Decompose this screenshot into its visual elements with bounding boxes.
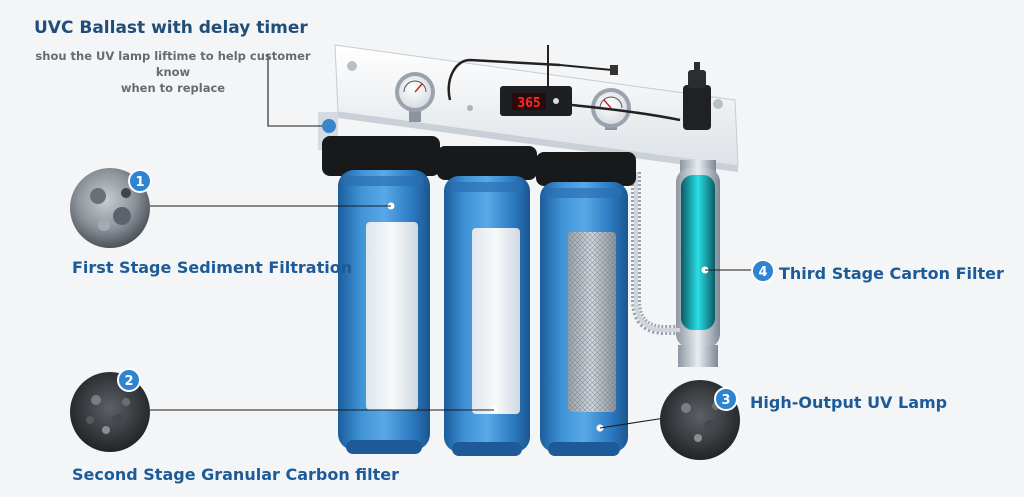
- filter-caps: [322, 119, 636, 186]
- badge-3: 3: [714, 387, 738, 411]
- filter-housing-1: [338, 170, 430, 454]
- svg-text:4: 4: [758, 265, 767, 280]
- stage3-label: High-Output UV Lamp: [750, 393, 948, 412]
- filter-housing-2: [444, 176, 530, 456]
- sediment-sample-image: [70, 168, 150, 248]
- ballast-note-line-1: shou the UV lamp liftime to help custome…: [35, 49, 311, 79]
- timer-display: 365: [517, 96, 540, 111]
- stage4-label: Third Stage Carton Filter: [779, 264, 1004, 283]
- flex-hose: [631, 172, 680, 335]
- stage1-label: First Stage Sediment Filtration: [72, 258, 353, 277]
- badge-2: 2: [117, 368, 141, 392]
- stage2-label: Second Stage Granular Carbon filter: [72, 465, 400, 484]
- ballast-note: shou the UV lamp liftime to help custome…: [18, 48, 328, 96]
- callout-lines: [150, 55, 752, 429]
- ballast-title: UVC Ballast with delay timer: [34, 18, 308, 38]
- ballast-note-line-2: when to replace: [120, 81, 226, 95]
- svg-text:2: 2: [124, 374, 133, 389]
- granular-carbon-sample-image: [70, 372, 150, 452]
- pressure-gauge-inlet: [395, 72, 435, 122]
- badge-1: 1: [128, 169, 152, 193]
- filter-housing-3: [540, 182, 628, 456]
- uvc-ballast-timer: 365: [447, 45, 681, 122]
- svg-text:3: 3: [721, 393, 730, 408]
- badge-4: 4: [751, 259, 775, 283]
- pressure-gauge-outlet: [591, 88, 631, 130]
- uv-lamp-housing: [676, 62, 720, 367]
- svg-text:1: 1: [135, 175, 144, 190]
